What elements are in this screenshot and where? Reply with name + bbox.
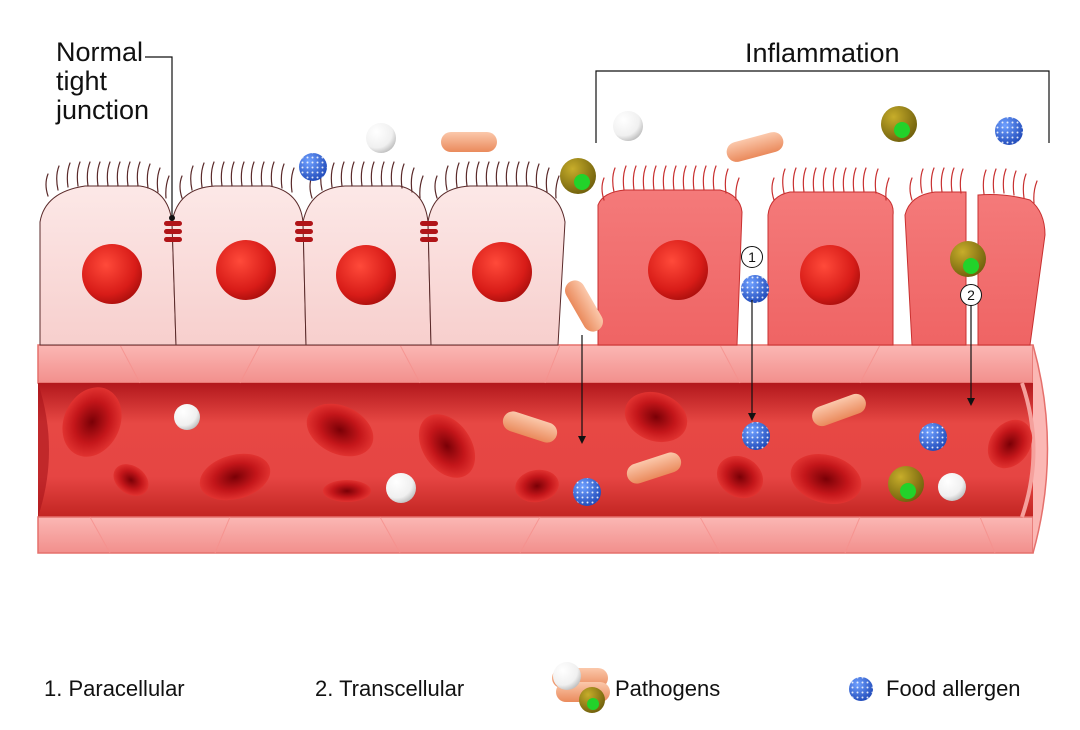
bacterium: [726, 132, 784, 162]
inflamed-nuclei: [648, 240, 860, 305]
bacterium: [502, 411, 558, 443]
step-one-marker: 1: [741, 246, 763, 268]
microvilli-inflamed: [601, 165, 1038, 204]
step-two-marker: 2: [960, 284, 982, 306]
bacterium: [565, 280, 603, 332]
white-cell: [174, 404, 200, 430]
tight-junction-dot: [169, 215, 175, 221]
vessel-inner-end: [1020, 382, 1036, 518]
red-blood-cells: [62, 387, 1033, 504]
food-allergen-particle: [741, 275, 769, 303]
nucleus: [800, 245, 860, 305]
tight-junction-leader: [145, 56, 173, 218]
nucleus: [648, 240, 708, 300]
bacterium: [441, 132, 497, 152]
red-blood-cell: [323, 480, 371, 502]
lumen-particles: [299, 106, 1023, 332]
white-cell: [366, 123, 396, 153]
white-cell: [386, 473, 416, 503]
pathogen-particle: [888, 466, 924, 502]
blood-vessel: [37, 344, 1049, 554]
red-blood-cell: [515, 469, 559, 503]
legend-pathogens-icon: [552, 662, 610, 713]
nucleus: [472, 242, 532, 302]
bacterium: [812, 393, 866, 427]
arrow-heads: [578, 398, 975, 444]
red-blood-cell: [418, 414, 476, 478]
inflamed-cell: [977, 194, 1046, 346]
vessel-wall-texture: [89, 344, 996, 554]
inflammation-label: Inflammation: [745, 38, 900, 68]
label-line: tight: [56, 66, 108, 96]
food-allergen-particle: [573, 478, 601, 506]
inflammation-bracket: [595, 70, 1050, 143]
label-line: Normal: [56, 37, 144, 67]
food-allergen-particle: [919, 423, 947, 451]
vessel-open-end: [1032, 344, 1049, 554]
red-blood-cell: [113, 464, 149, 496]
legend-food-allergen: Food allergen: [886, 676, 1021, 701]
normal-nuclei: [82, 240, 532, 305]
white-cell: [938, 473, 966, 501]
red-blood-cell: [624, 391, 688, 443]
vessel-bottom-wall: [37, 516, 1034, 554]
red-blood-cell: [987, 419, 1033, 469]
nucleus: [82, 244, 142, 304]
food-allergen-particle: [742, 422, 770, 450]
annotation-lines: [145, 56, 1050, 438]
normal-tight-junction-label: Normal tight junction: [56, 38, 149, 125]
vessel-lumen-left-shade: [38, 383, 49, 517]
red-blood-cell: [790, 454, 862, 504]
white-cell: [613, 111, 643, 141]
red-blood-cell: [62, 387, 122, 457]
legend-transcellular: 2. Transcellular: [315, 676, 465, 701]
pathogen-particle: [560, 158, 596, 194]
label-line: junction: [56, 95, 150, 125]
nucleus: [336, 245, 396, 305]
vessel-top-wall: [37, 344, 1034, 384]
food-allergen-particle: [995, 117, 1023, 145]
red-blood-cell: [306, 403, 374, 457]
legend-pathogens: Pathogens: [615, 676, 721, 701]
red-blood-cell: [199, 453, 271, 501]
legend-food-allergen-icon: [849, 677, 873, 701]
inflamed-cell: [904, 191, 967, 346]
vessel-particles: [174, 393, 966, 506]
pathogen-particle: [881, 106, 917, 142]
food-allergen-particle: [299, 153, 327, 181]
microvilli-normal: [45, 161, 560, 199]
tight-junctions: [164, 221, 438, 242]
legend-paracellular: 1. Paracellular: [44, 676, 185, 701]
red-blood-cell: [716, 455, 764, 499]
nucleus: [216, 240, 276, 300]
bacterium: [626, 452, 682, 484]
pathogen-particle: [950, 241, 986, 277]
